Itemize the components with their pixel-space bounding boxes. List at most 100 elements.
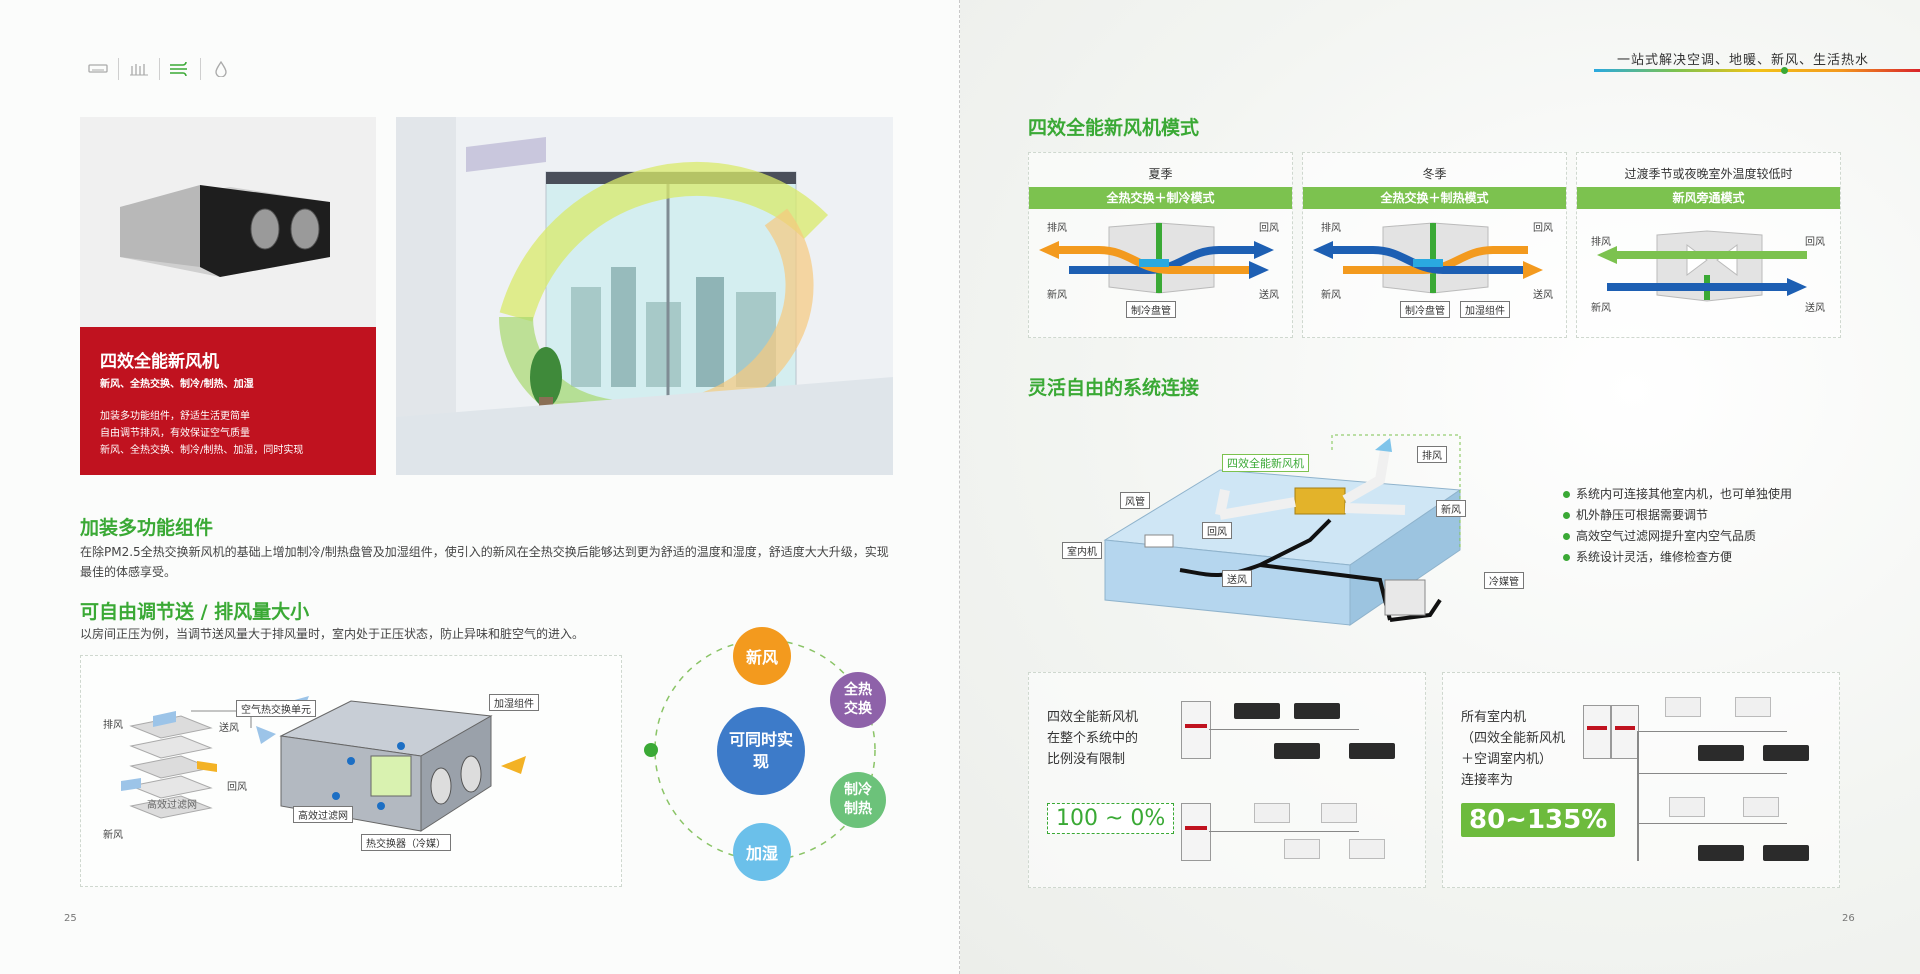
- ratio-left-line: 比例没有限制: [1047, 752, 1126, 767]
- function-diagram: 可同时实现 新风 全热交换 制冷制热 加湿: [640, 615, 900, 890]
- mode-bypass-season: 过渡季节或夜晚室外温度较低时: [1624, 167, 1793, 181]
- ratio-left-line: 在整个系统中的: [1047, 731, 1139, 746]
- ratio-left-value: 100 ~ 0%: [1047, 803, 1175, 834]
- diagram-label-fresh: 新风: [103, 830, 123, 841]
- circle-humidify-label: 加湿: [745, 844, 778, 863]
- ratio-left-box: 四效全能新风机 在整个系统中的 比例没有限制 100 ~ 0%: [1028, 672, 1426, 888]
- system-label-unit: 四效全能新风机: [1222, 454, 1309, 472]
- header-rainbow-line: [1594, 69, 1920, 72]
- system-bullet: 高效空气过滤网提升室内空气品质: [1563, 526, 1792, 547]
- hot-water-icon[interactable]: [200, 58, 241, 80]
- product-card-subtitle: 新风、全热交换、制冷/制热、加湿: [100, 379, 254, 390]
- ratio-right-line: ＋空调室内机）: [1461, 752, 1553, 767]
- outdoor-unit: [1611, 705, 1639, 759]
- air-conditioner-icon[interactable]: [78, 58, 118, 80]
- page-number-right: 26: [1842, 913, 1855, 924]
- fresh-air-icon[interactable]: [159, 58, 200, 80]
- pipe-line: [1637, 823, 1787, 824]
- mode-summer-season: 夏季: [1148, 167, 1173, 181]
- indoor-cassette-unit: [1669, 797, 1705, 817]
- mode-winter-fresh: 新风: [1321, 290, 1341, 301]
- mode-bypass-supply: 送风: [1805, 303, 1825, 314]
- components-text: 在除PM2.5全热交换新风机的基础上增加制冷/制热盘管及加湿组件，使引入的新风在…: [80, 545, 889, 579]
- indoor-duct-unit: [1349, 743, 1395, 759]
- pipe-line: [1209, 831, 1359, 832]
- mode-bypass-mode: 新风旁通模式: [1577, 187, 1840, 209]
- indoor-duct-unit: [1234, 703, 1280, 719]
- ratio-right-box: 所有室内机 （四效全能新风机 ＋空调室内机） 连接率为 80~135%: [1442, 672, 1840, 888]
- system-label-indoor: 室内机: [1062, 542, 1102, 559]
- mode-summer-part-coil: 制冷盘管: [1126, 301, 1176, 318]
- airflow-text: 以房间正压为例，当调节送风量大于排风量时，室内处于正压状态，防止异味和脏空气的进…: [80, 627, 585, 641]
- diagram-label-return: 回风: [227, 782, 247, 793]
- system-label-duct: 风管: [1120, 492, 1150, 509]
- product-card-title: 四效全能新风机: [100, 352, 219, 372]
- diagram-label-heat-exchange-unit: 空气热交换单元: [236, 700, 316, 717]
- mode-winter-mode: 全热交换＋制热模式: [1303, 187, 1566, 209]
- indoor-cassette-unit: [1349, 839, 1385, 859]
- components-title: 加装多功能组件: [80, 517, 214, 539]
- system-title: 灵活自由的系统连接: [1028, 377, 1200, 399]
- pipe-line: [1637, 731, 1639, 861]
- indoor-duct-unit: [1274, 743, 1320, 759]
- diagram-label-filter-side: 高效过滤网: [147, 800, 197, 811]
- circle-center: 可同时实现: [717, 707, 805, 795]
- unit-diagram: 排风 送风 回风 新风 空气热交换单元 加湿组件 高效过滤网 热交换器（冷媒） …: [80, 655, 622, 887]
- diagram-label-supply: 送风: [219, 723, 239, 734]
- outdoor-unit: [1181, 701, 1211, 759]
- ratio-right-line: （四效全能新风机: [1461, 731, 1566, 746]
- indoor-duct-unit: [1294, 703, 1340, 719]
- mode-winter-return: 回风: [1533, 223, 1553, 234]
- airflow-title: 可自由调节送 / 排风量大小: [80, 601, 310, 623]
- system-diagram: 四效全能新风机 排风 新风 风管 回风 室内机 送风 冷媒管: [1060, 430, 1560, 640]
- circle-humidify: 加湿: [733, 823, 791, 881]
- indoor-duct-unit: [1763, 745, 1809, 761]
- product-photo: [80, 117, 376, 327]
- modes-title: 四效全能新风机模式: [1028, 117, 1200, 139]
- mode-summer-exhaust: 排风: [1047, 223, 1067, 234]
- mode-summer-return: 回风: [1259, 223, 1279, 234]
- mode-bypass: 过渡季节或夜晚室外温度较低时 新风旁通模式 排风 回风 新风 送风: [1576, 152, 1841, 338]
- mode-summer-mode: 全热交换＋制冷模式: [1029, 187, 1292, 209]
- mode-bypass-exhaust: 排风: [1591, 237, 1611, 248]
- indoor-cassette-unit: [1743, 797, 1779, 817]
- circle-center-label: 可同时实现: [729, 730, 794, 771]
- pipe-line: [1637, 731, 1787, 732]
- product-card-line-3: 新风、全热交换、制冷/制热、加湿，同时实现: [100, 445, 304, 456]
- indoor-cassette-unit: [1735, 697, 1771, 717]
- system-label-supply: 送风: [1222, 570, 1252, 587]
- circle-cool-heat-label: 制冷制热: [844, 782, 872, 817]
- header-tagline: 一站式解决空调、地暖、新风、生活热水: [1617, 53, 1870, 68]
- pipe-line: [1209, 729, 1359, 730]
- pipe-line: [1637, 773, 1787, 774]
- circle-heat-exchange-label: 全热交换: [844, 682, 872, 717]
- category-tabs: [78, 58, 241, 80]
- indoor-cassette-unit: [1284, 839, 1320, 859]
- ratio-left-line: 四效全能新风机: [1047, 710, 1139, 725]
- circle-cool-heat: 制冷制热: [830, 772, 886, 828]
- indoor-cassette-unit: [1254, 803, 1290, 823]
- room-illustration: [396, 117, 893, 475]
- mode-winter-part-coil: 制冷盘管: [1400, 301, 1450, 318]
- mode-summer-fresh: 新风: [1047, 290, 1067, 301]
- system-bullet: 系统内可连接其他室内机，也可单独使用: [1563, 484, 1792, 505]
- indoor-cassette-unit: [1665, 697, 1701, 717]
- mode-winter-season: 冬季: [1422, 167, 1447, 181]
- indoor-duct-unit: [1698, 745, 1744, 761]
- floor-heating-icon[interactable]: [118, 58, 159, 80]
- diagram-label-coil: 热交换器（冷媒）: [361, 834, 451, 851]
- system-label-fresh: 新风: [1436, 500, 1466, 517]
- indoor-cassette-unit: [1321, 803, 1357, 823]
- system-label-return: 回风: [1202, 522, 1232, 539]
- system-label-refrigerant: 冷媒管: [1484, 572, 1524, 589]
- ratio-left-text: 四效全能新风机 在整个系统中的 比例没有限制: [1047, 707, 1138, 770]
- circle-fresh-air-label: 新风: [745, 648, 778, 667]
- product-card-line-1: 加装多功能组件，舒适生活更简单: [100, 411, 250, 422]
- ratio-right-text: 所有室内机 （四效全能新风机 ＋空调室内机） 连接率为: [1461, 707, 1565, 791]
- circle-fresh-air: 新风: [733, 627, 791, 685]
- ratio-right-line: 连接率为: [1461, 773, 1514, 788]
- ratio-right-value: 80~135%: [1461, 803, 1616, 837]
- mode-winter-part-humidifier: 加湿组件: [1460, 301, 1510, 318]
- product-card-line-2: 自由调节排风，有效保证空气质量: [100, 428, 250, 439]
- mode-winter: 冬季 全热交换＋制热模式 排风 回风 新风 送风 制冷盘管 加湿组件: [1302, 152, 1567, 338]
